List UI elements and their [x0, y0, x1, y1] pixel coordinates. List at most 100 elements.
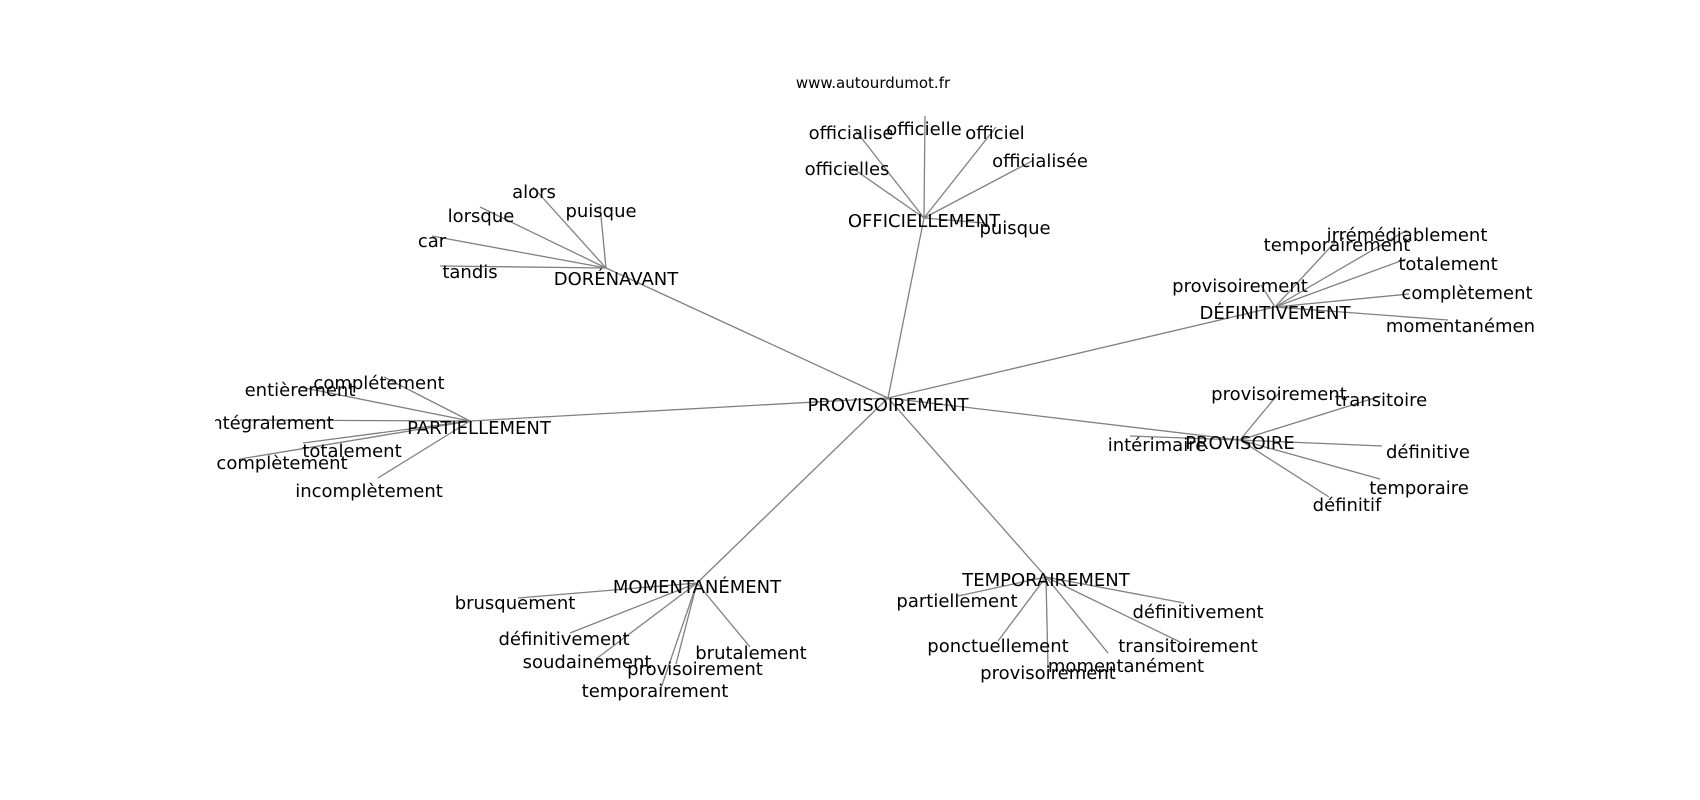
leaf-node-label: officiel — [965, 123, 1024, 144]
leaf-node-label: intégralement — [206, 413, 334, 434]
leaf-node-label: officielles — [805, 159, 890, 180]
leaf-node-label: partiellement — [896, 591, 1017, 612]
leaf-node-label: provisoirement — [980, 663, 1116, 684]
leaf-node-label: provisoirement — [1172, 276, 1308, 297]
edge-hub-to-leaf — [479, 206, 607, 269]
edge-hub-to-leaf — [1274, 240, 1337, 308]
site-url: www.autourdumot.fr — [796, 74, 951, 92]
edge-hub-to-leaf — [1239, 439, 1330, 498]
edge-hub-to-leaf — [659, 582, 698, 692]
edge-hub-to-leaf — [1274, 229, 1408, 308]
hub-node-label: MOMENTANÉMENT — [613, 576, 782, 598]
leaf-node-label: complètement — [216, 453, 347, 474]
leaf-node-label: transitoire — [1335, 390, 1427, 411]
hub-node-label: PARTIELLEMENT — [407, 418, 552, 439]
edge-root-to-hub — [887, 217, 925, 399]
edge-hub-to-leaf — [299, 386, 471, 422]
leaf-node-label: définitive — [1386, 442, 1470, 463]
edge-hub-to-leaf — [517, 582, 698, 599]
leaf-node-label: irrémédiablement — [1327, 225, 1488, 246]
leaf-node-label: totalement — [1398, 254, 1497, 275]
edge-hub-to-leaf — [1045, 576, 1109, 654]
leaf-node-label: intérimaire — [1108, 435, 1207, 456]
edge-hub-to-leaf — [383, 376, 471, 422]
leaf-node-label: car — [418, 231, 447, 252]
hub-node-label: DORÉNAVANT — [554, 268, 679, 290]
edge-root-to-hub — [696, 397, 889, 584]
leaf-node-label: définitivement — [1132, 602, 1263, 623]
leaf-node-label: tandis — [442, 262, 497, 283]
leaf-node-label: puisque — [565, 201, 636, 222]
edge-hub-to-leaf — [439, 265, 607, 269]
hub-node-label: OFFICIELLEMENT — [848, 211, 1001, 232]
leaf-node-label: brutalement — [695, 643, 806, 664]
edges — [239, 115, 1449, 692]
leaf-node-label: provisoirement — [627, 659, 763, 680]
edge-hub-to-leaf — [1274, 293, 1410, 308]
edge-hub-to-leaf — [1239, 439, 1381, 480]
edge-hub-to-leaf — [696, 582, 751, 648]
edge-hub-to-leaf — [569, 582, 698, 634]
leaf-node-label: momentanément — [1048, 656, 1204, 677]
leaf-node-label: totalement — [302, 441, 401, 462]
edge-hub-to-leaf — [431, 235, 607, 269]
leaf-node-label: complétement — [313, 373, 444, 394]
labels: PROVISOIREMENTOFFICIELLEMENTofficialiseo… — [206, 119, 1542, 702]
leaf-node-label: entièrement — [245, 380, 356, 401]
edge-hub-to-leaf — [377, 420, 471, 479]
root-node-label: PROVISOIREMENT — [808, 395, 970, 416]
edge-hub-to-leaf — [675, 582, 698, 665]
edge-hub-to-leaf — [1274, 306, 1449, 321]
hub-node-label: PROVISOIRE — [1185, 433, 1295, 454]
edge-hub-to-leaf — [1045, 576, 1185, 604]
edge-root-to-hub — [887, 397, 1047, 578]
edge-hub-to-leaf — [1045, 576, 1049, 669]
leaf-node-label: temporaire — [1369, 478, 1469, 499]
leaf-node-label: temporairement — [1264, 235, 1411, 256]
leaf-node-label: puisque — [979, 218, 1050, 239]
edge-root-to-hub — [469, 397, 889, 422]
leaf-node-label: définitif — [1313, 495, 1382, 516]
leaf-node-label: incomplètement — [295, 481, 443, 502]
edge-hub-to-leaf — [923, 160, 1033, 219]
edge-hub-to-leaf — [1239, 392, 1280, 441]
leaf-node-label: transitoirement — [1118, 636, 1258, 657]
hub-node-label: DÉFINITIVEMENT — [1199, 302, 1351, 324]
edge-hub-to-leaf — [1129, 435, 1241, 441]
edge-root-to-hub — [887, 306, 1276, 399]
edge-hub-to-leaf — [239, 419, 471, 422]
leaf-node-label: définitivement — [498, 629, 629, 650]
edge-hub-to-leaf — [1045, 576, 1181, 643]
edge-root-to-hub — [887, 397, 1241, 441]
edge-hub-to-leaf — [302, 420, 471, 444]
leaf-node-label: ponctuellement — [927, 636, 1068, 657]
edge-hub-to-leaf — [1239, 439, 1383, 447]
leaf-node-label: lorsque — [448, 206, 515, 227]
edge-hub-to-leaf — [532, 186, 607, 269]
leaf-node-label: alors — [512, 182, 556, 203]
leaf-node-label: officielle — [886, 119, 961, 140]
edge-hub-to-leaf — [1260, 284, 1276, 308]
edge-hub-to-leaf — [1239, 395, 1382, 441]
edge-hub-to-leaf — [855, 130, 925, 219]
hub-node-label: TEMPORAIREMENT — [961, 570, 1131, 591]
leaf-node-label: momentanément — [1386, 316, 1542, 337]
edge-hub-to-leaf — [923, 126, 997, 219]
leaf-node-label: temporairement — [582, 681, 729, 702]
edge-root-to-hub — [605, 267, 889, 399]
edge-hub-to-leaf — [957, 576, 1047, 597]
leaf-node-label: provisoirement — [1211, 384, 1347, 405]
edge-hub-to-leaf — [923, 115, 926, 219]
edge-hub-to-leaf — [847, 164, 925, 219]
edge-hub-to-leaf — [923, 217, 985, 224]
edge-hub-to-leaf — [997, 576, 1047, 642]
leaf-node-label: brusquement — [455, 593, 576, 614]
edge-hub-to-leaf — [1274, 258, 1407, 308]
leaf-node-label: complètement — [1401, 283, 1532, 304]
leaf-node-label: officialisée — [992, 151, 1088, 172]
leaf-node-label: officialise — [809, 123, 894, 144]
edge-hub-to-leaf — [599, 205, 607, 269]
leaf-node-label: soudainement — [523, 652, 652, 673]
edge-hub-to-leaf — [239, 420, 471, 460]
